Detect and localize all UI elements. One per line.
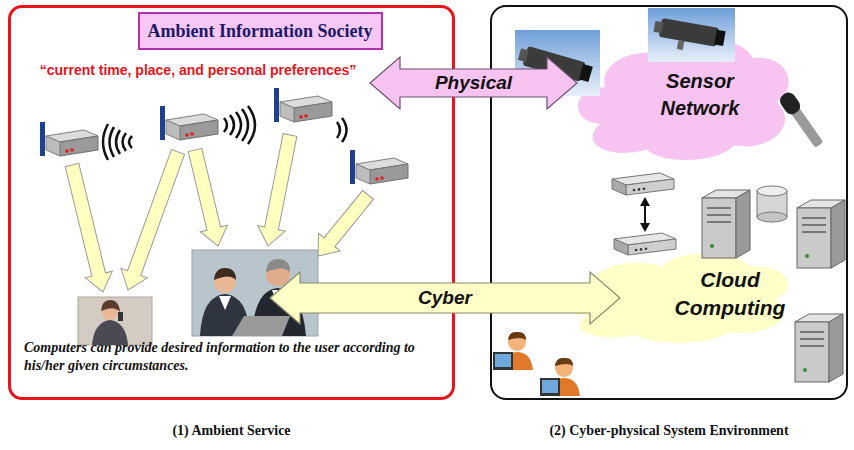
service-arrow bbox=[254, 132, 303, 248]
operator-icon bbox=[493, 332, 533, 370]
text-slot: Computers can provide desired informatio… bbox=[24, 339, 439, 375]
link-line bbox=[644, 205, 646, 224]
user-photo bbox=[92, 320, 128, 345]
label-slot: Cyber bbox=[415, 287, 475, 309]
title-text: Ambient Information Society bbox=[148, 21, 373, 42]
caption: (2) Cyber-physical System Environment bbox=[490, 423, 848, 439]
text-slot: Cloud Computing bbox=[666, 266, 794, 322]
router-icon bbox=[614, 233, 676, 255]
wireless-device bbox=[274, 88, 332, 122]
radio-waves bbox=[129, 136, 132, 148]
server-icon bbox=[702, 186, 845, 382]
camera-icon bbox=[659, 18, 719, 47]
arrow-label: Physical bbox=[432, 72, 515, 94]
arrow-head bbox=[640, 197, 650, 206]
caption: (1) Ambient Service bbox=[8, 423, 455, 439]
arrow-head bbox=[640, 223, 650, 232]
ambient-panel: “current time, place, and personal prefe… bbox=[8, 5, 455, 445]
radio-waves bbox=[342, 118, 347, 142]
radio-waves bbox=[110, 127, 115, 157]
user-photo bbox=[78, 297, 152, 345]
radio-waves bbox=[116, 130, 120, 154]
service-arrow bbox=[181, 147, 231, 250]
quote-text: “current time, place, and personal prefe… bbox=[8, 61, 388, 79]
label-slot: Physical bbox=[432, 72, 515, 94]
wireless-device bbox=[160, 106, 218, 140]
radio-waves bbox=[230, 115, 234, 135]
camera-icon bbox=[651, 17, 726, 57]
link-line bbox=[640, 197, 650, 232]
camera-icon bbox=[648, 8, 735, 62]
camera-icon bbox=[677, 40, 684, 50]
cyber-arrow bbox=[270, 272, 620, 324]
operator-icon bbox=[540, 358, 580, 396]
wireless-device bbox=[40, 88, 408, 184]
service-arrow bbox=[58, 162, 116, 296]
router-icon bbox=[612, 173, 676, 255]
microphone-icon bbox=[777, 90, 826, 150]
cloud-label: Sensor Network bbox=[645, 68, 755, 122]
radio-waves bbox=[236, 112, 241, 138]
camera-icon bbox=[579, 64, 593, 82]
camera-icon bbox=[518, 48, 529, 62]
camera-icon bbox=[714, 30, 725, 46]
user-photo bbox=[266, 259, 290, 272]
radio-waves bbox=[224, 118, 227, 132]
cyber-arrow bbox=[270, 272, 620, 324]
physical-arrow bbox=[370, 57, 577, 109]
arrow-label: Cyber bbox=[415, 287, 475, 309]
microphone-icon bbox=[777, 90, 803, 117]
operator-icon bbox=[493, 332, 580, 396]
description-text: Computers can provide desired informatio… bbox=[24, 339, 439, 375]
server-icon bbox=[795, 314, 843, 382]
text-slot: Sensor Network bbox=[645, 68, 755, 122]
service-arrow bbox=[115, 147, 191, 295]
text-slot: “current time, place, and personal prefe… bbox=[8, 61, 388, 79]
user-photo bbox=[118, 312, 123, 321]
radio-waves bbox=[123, 133, 127, 151]
radio-waves bbox=[103, 106, 347, 160]
service-arrow bbox=[58, 132, 378, 295]
service-arrow bbox=[181, 147, 231, 250]
title-box: Ambient Information Society bbox=[138, 12, 383, 50]
cloud-label: Cloud Computing bbox=[666, 266, 794, 322]
user-photo bbox=[214, 268, 236, 280]
user-photo bbox=[232, 316, 290, 336]
physical-arrow bbox=[370, 57, 577, 109]
radio-waves bbox=[337, 122, 340, 138]
radio-waves bbox=[103, 124, 108, 160]
camera-icon bbox=[653, 21, 663, 33]
user-photo bbox=[101, 300, 120, 312]
radio-waves bbox=[242, 109, 248, 141]
router-icon bbox=[612, 173, 674, 195]
service-arrow bbox=[58, 162, 116, 296]
service-arrow bbox=[254, 132, 303, 248]
server-icon bbox=[757, 186, 787, 222]
text-slot: (2) Cyber-physical System Environment bbox=[490, 423, 848, 439]
text-slot: (1) Ambient Service bbox=[8, 423, 455, 439]
server-icon bbox=[702, 190, 750, 258]
wireless-device bbox=[40, 122, 98, 156]
user-photo bbox=[219, 296, 231, 310]
radio-waves bbox=[248, 106, 255, 144]
wireless-device bbox=[350, 150, 408, 184]
service-arrow bbox=[115, 147, 191, 295]
server-icon bbox=[797, 200, 845, 268]
